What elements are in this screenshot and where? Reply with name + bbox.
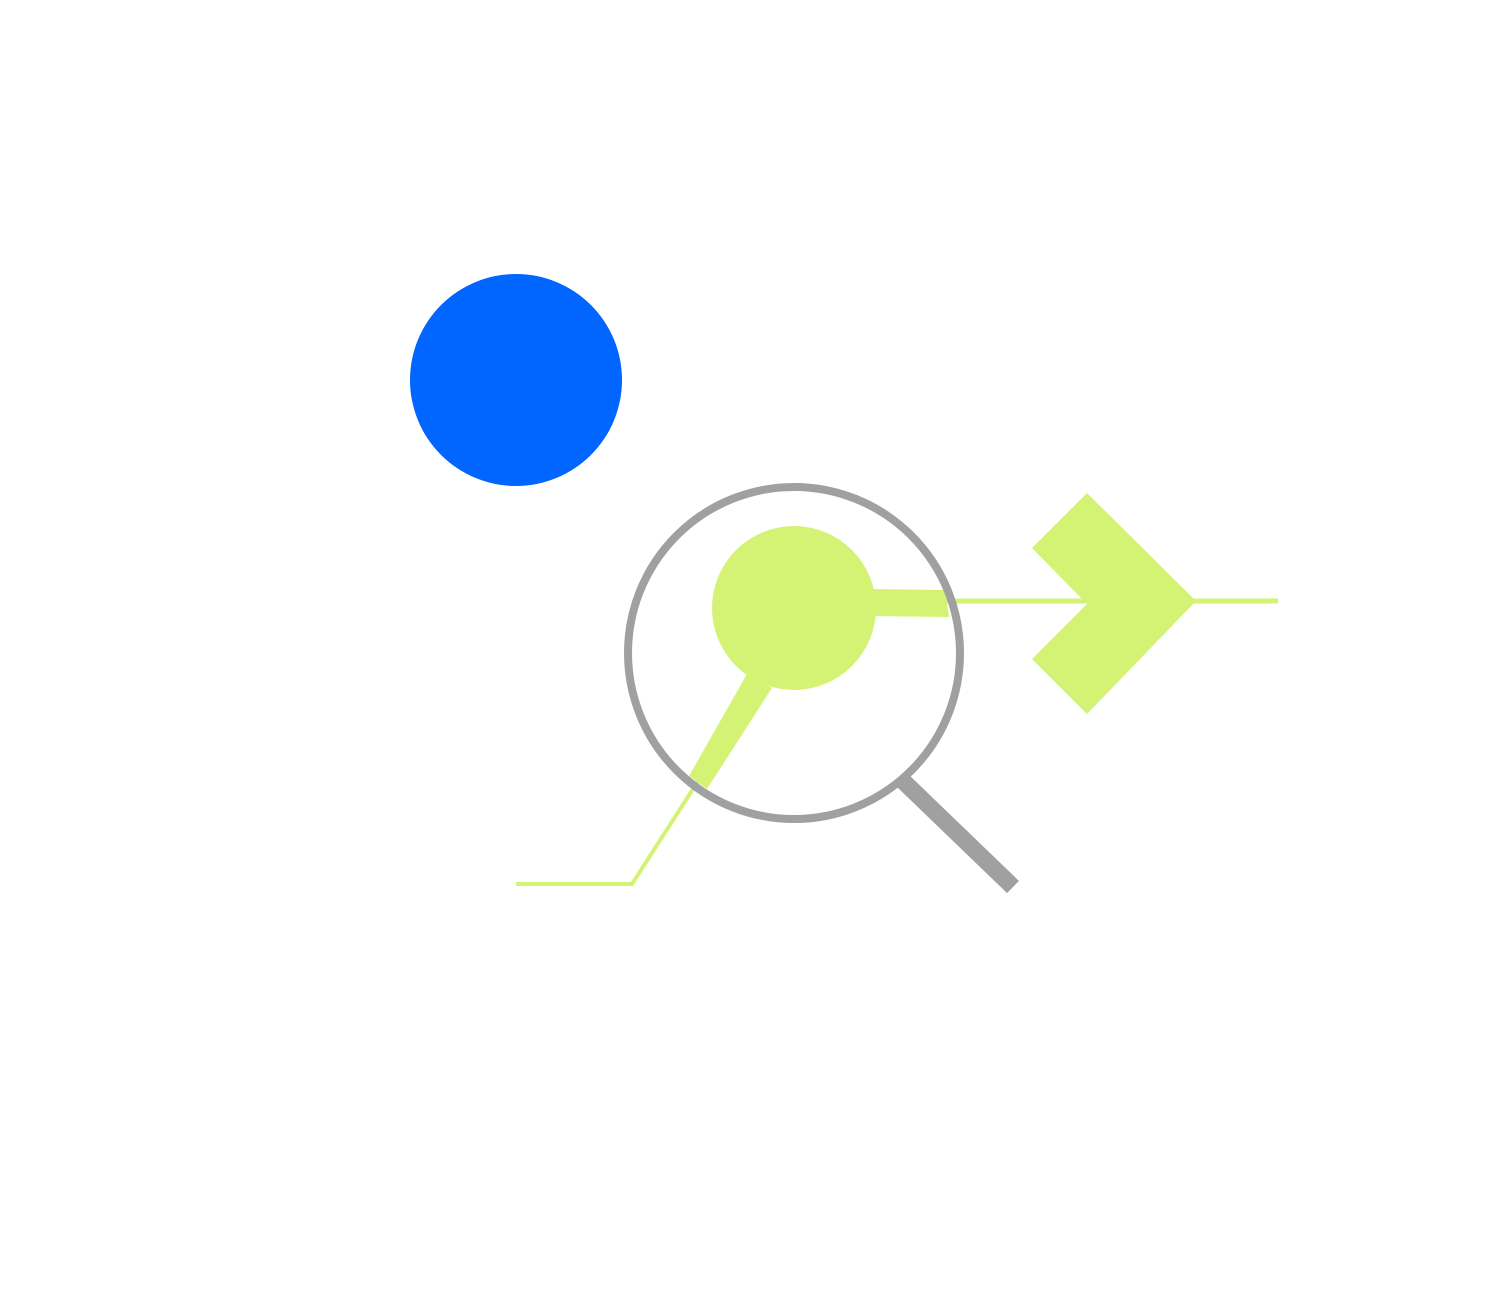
magnifier-handle (896, 773, 1019, 894)
connector-thick-segment (866, 589, 949, 617)
magnifier-lens (624, 483, 964, 823)
chevron-right-icon (1032, 493, 1196, 714)
trend-line-thick-segment (689, 674, 772, 789)
trend-line-lower (516, 776, 702, 886)
blue-dot (410, 274, 622, 486)
lime-node (712, 526, 876, 690)
